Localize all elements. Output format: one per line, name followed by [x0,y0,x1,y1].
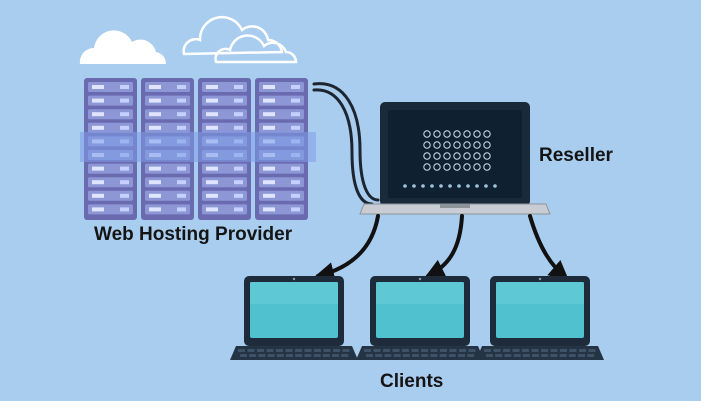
client-laptop [476,276,604,360]
app-grid-icon [403,130,497,188]
cloud-icon [79,30,167,64]
provider-label: Web Hosting Provider [94,224,293,245]
arrow-to-client-3 [528,214,570,281]
reseller-laptop [359,102,551,215]
client-laptop [230,276,358,360]
rack-highlight-band [80,132,316,162]
client-laptop-group [230,276,604,360]
clients-label: Clients [380,371,444,392]
arrow-to-client-1 [314,214,380,282]
server-rack-group [80,78,316,220]
arrow-to-client-2 [424,214,464,278]
arrows-to-clients [314,214,570,282]
cloud-outline-icon [182,15,298,64]
reseller-label: Reseller [539,145,613,166]
cable-provider-to-reseller [312,82,380,206]
client-laptop [356,276,484,360]
